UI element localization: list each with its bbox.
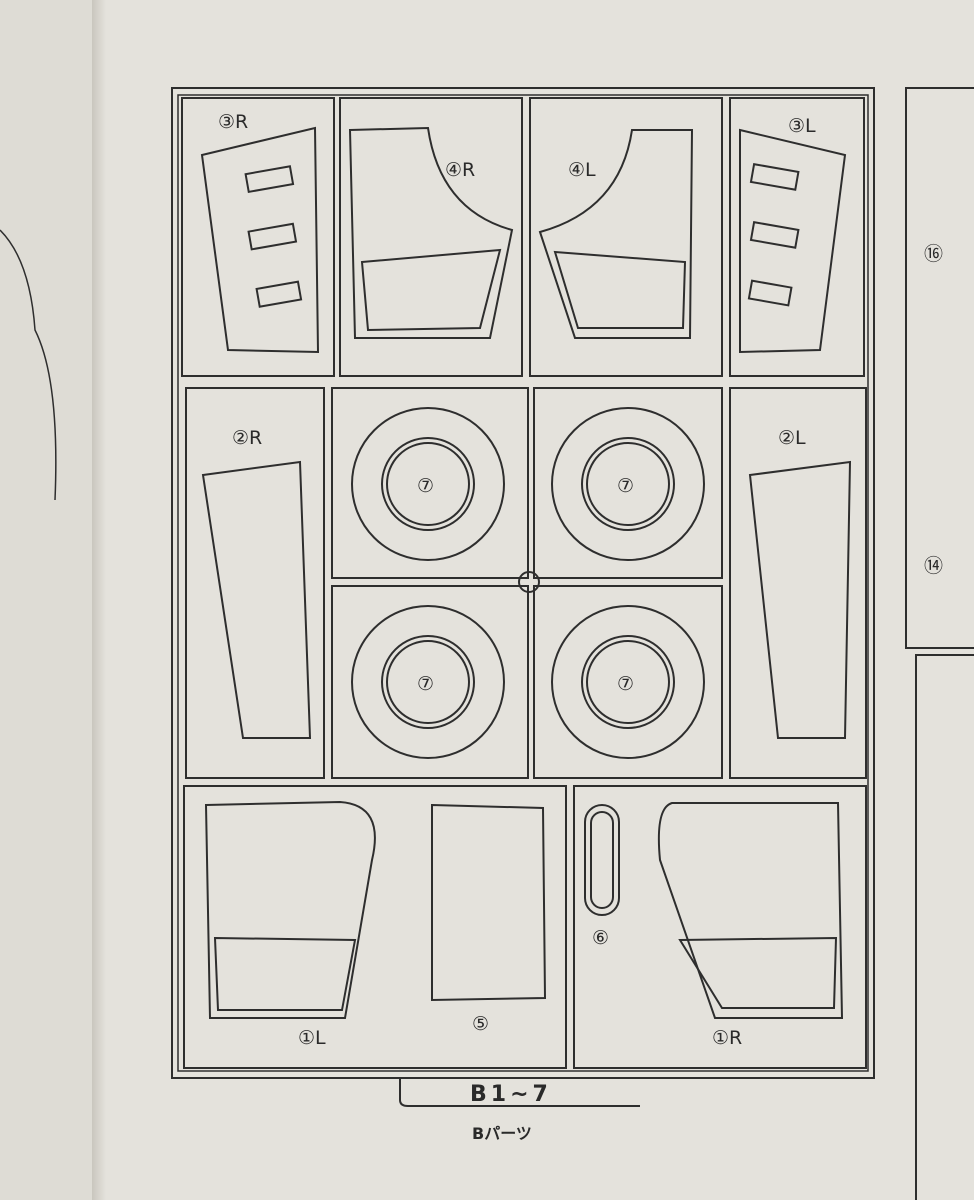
cell-2R bbox=[185, 387, 325, 779]
cell-1R bbox=[573, 785, 867, 1069]
cell-1L-5 bbox=[183, 785, 567, 1069]
part-6 bbox=[584, 804, 620, 916]
part-3L bbox=[739, 128, 847, 354]
label-16: ⑯ bbox=[924, 243, 943, 265]
label-7: ⑦ bbox=[617, 475, 634, 497]
part-4L bbox=[538, 129, 694, 339]
label-4L: ④L bbox=[568, 159, 596, 181]
cell-3R bbox=[181, 97, 335, 377]
cell-2L bbox=[729, 387, 867, 779]
label-6: ⑥ bbox=[592, 927, 609, 949]
label-7: ⑦ bbox=[617, 673, 634, 695]
label-2R: ②R bbox=[232, 427, 262, 449]
part-3R bbox=[200, 126, 320, 354]
label-7: ⑦ bbox=[417, 475, 434, 497]
book-gutter bbox=[92, 0, 106, 1200]
part-5 bbox=[431, 803, 547, 1002]
label-1L: ①L bbox=[298, 1027, 326, 1049]
part-4R bbox=[348, 126, 514, 339]
part-7-wheels bbox=[351, 407, 705, 759]
part-2R bbox=[201, 460, 312, 739]
label-7: ⑦ bbox=[417, 673, 434, 695]
sprue-frame bbox=[171, 87, 875, 1079]
label-1R: ①R bbox=[712, 1027, 742, 1049]
cell-3L bbox=[729, 97, 865, 377]
label-4R: ④R bbox=[445, 159, 475, 181]
next-sprue-frame bbox=[905, 87, 974, 649]
cell-4R bbox=[339, 97, 523, 377]
sprue-caption: Bパーツ bbox=[472, 1124, 532, 1143]
part-1R bbox=[657, 802, 844, 1019]
part-1L bbox=[204, 800, 376, 1019]
cell-4L bbox=[529, 97, 723, 377]
label-3R: ③R bbox=[218, 111, 248, 133]
sprue-code: B1~7 bbox=[470, 1082, 552, 1107]
left-page-sketch bbox=[0, 229, 57, 501]
label-2L: ②L bbox=[778, 427, 806, 449]
label-3L: ③L bbox=[788, 115, 816, 137]
label-5: ⑤ bbox=[472, 1013, 489, 1035]
part-2L bbox=[748, 460, 852, 739]
label-14: ⑭ bbox=[924, 555, 943, 577]
